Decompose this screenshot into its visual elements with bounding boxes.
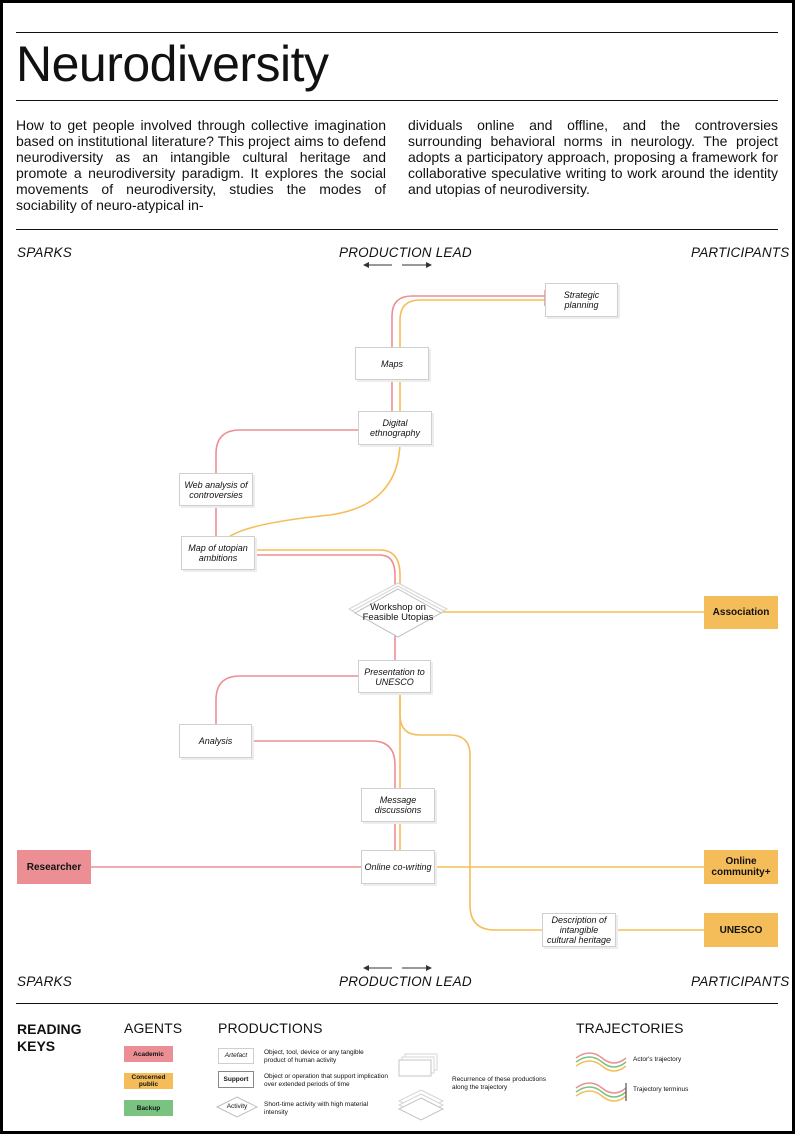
legend-concerned-public: Concerned public: [124, 1073, 173, 1089]
node-digital-ethnography[interactable]: Digital ethnography: [358, 411, 432, 445]
online-community-link: [399, 675, 706, 868]
node-description-heritage[interactable]: Description of intangible cultural herit…: [542, 913, 616, 947]
legend-actor-trajectory: Actor's trajectory: [633, 1056, 682, 1063]
trajectories-heading: TRAJECTORIES: [576, 1020, 684, 1036]
legend-support: Support: [218, 1071, 254, 1088]
legend-artefact: Artefact: [218, 1048, 254, 1064]
legend-support-desc: Object or operation that support implica…: [264, 1073, 388, 1088]
participants-label-top: PARTICIPANTS: [691, 245, 790, 260]
top-rule: [16, 32, 778, 33]
legend-activity: Activity: [226, 1103, 248, 1110]
legend-recurrence-desc: Recurrence of these productions along th…: [452, 1076, 546, 1091]
node-message-discussions[interactable]: Message discussions: [361, 788, 435, 822]
agents-heading: AGENTS: [124, 1020, 183, 1036]
legend-trajectory-terminus: Trajectory terminus: [633, 1086, 689, 1093]
productions-heading: PRODUCTIONS: [218, 1020, 323, 1036]
intro-column-2: dividuals online and offline, and the co…: [408, 117, 778, 197]
legend-artefact-desc: Object, tool, device or any tangible pro…: [264, 1049, 364, 1064]
intro-rule: [16, 229, 778, 230]
page-title: Neurodiversity: [16, 36, 329, 92]
node-strategic-planning[interactable]: Strategic planning: [545, 283, 618, 317]
agent-unesco[interactable]: UNESCO: [704, 913, 778, 947]
node-online-cowriting[interactable]: Online co-writing: [361, 850, 435, 884]
academic-trajectory-1: [391, 295, 546, 421]
legend-backup: Backup: [124, 1100, 173, 1116]
node-map-utopian[interactable]: Map of utopian ambitions: [181, 536, 255, 570]
agent-researcher[interactable]: Researcher: [17, 850, 91, 884]
intro-column-1: How to get people involved through colle…: [16, 117, 386, 213]
title-rule: [16, 100, 778, 101]
agent-online-community[interactable]: Online community+: [704, 850, 778, 884]
node-maps[interactable]: Maps: [355, 347, 429, 380]
keys-rule: [16, 1003, 778, 1004]
sparks-label-bottom: SPARKS: [17, 974, 72, 989]
agent-association[interactable]: Association: [704, 596, 778, 629]
legend-academic: Academic: [124, 1046, 173, 1062]
node-analysis[interactable]: Analysis: [179, 724, 252, 758]
production-lead-label-bottom: PRODUCTION LEAD: [339, 974, 472, 989]
reading-keys-heading: READING KEYS: [17, 1021, 82, 1054]
production-lead-label-top: PRODUCTION LEAD: [339, 245, 472, 260]
node-web-analysis[interactable]: Web analysis of controversies: [179, 473, 253, 506]
participants-label-bottom: PARTICIPANTS: [691, 974, 790, 989]
unesco-link: [399, 675, 706, 931]
sparks-label-top: SPARKS: [17, 245, 72, 260]
node-workshop[interactable]: Workshop on Feasible Utopias: [362, 601, 434, 623]
legend-activity-desc: Short-time activity with high material i…: [264, 1101, 369, 1116]
node-presentation-unesco[interactable]: Presentation to UNESCO: [358, 660, 431, 693]
public-trajectory-1: [221, 299, 546, 546]
academic-trajectory-4: [215, 675, 396, 868]
